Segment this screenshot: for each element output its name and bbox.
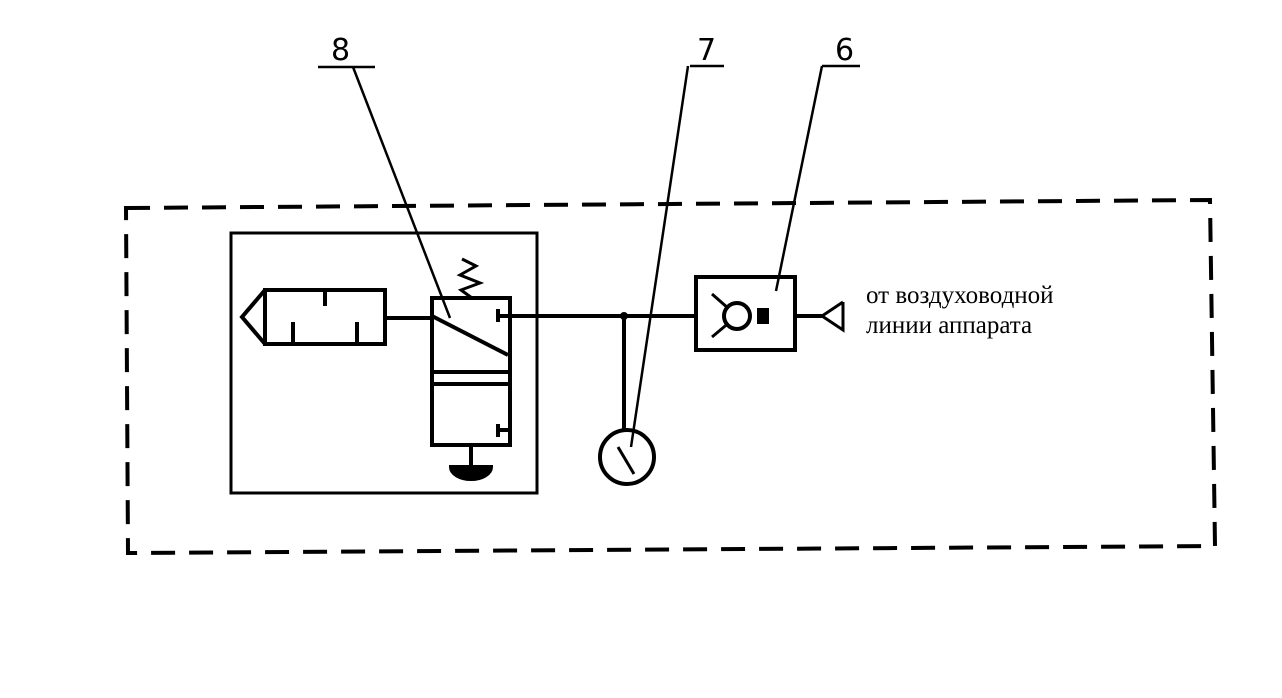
inlet-note-line2: линии аппарата (866, 312, 1032, 339)
silencer-symbol (239, 288, 387, 346)
inlet-connector-icon (819, 300, 845, 333)
check-valve-symbol (694, 275, 797, 352)
valve-symbol (430, 296, 512, 447)
inner-enclosure-frame (229, 231, 539, 495)
leader-6 (774, 64, 860, 292)
outer-dashed-boundary (123, 197, 1218, 556)
push-button-icon (448, 445, 494, 481)
label-8: 8 (331, 33, 350, 68)
spring-icon (456, 257, 485, 300)
inlet-note-line1: от воздуховодной (866, 282, 1054, 309)
pressure-gauge-icon (598, 428, 656, 486)
label-7: 7 (697, 33, 716, 68)
label-6: 6 (835, 33, 854, 68)
leader-7 (629, 64, 724, 448)
leader-8 (318, 65, 452, 319)
